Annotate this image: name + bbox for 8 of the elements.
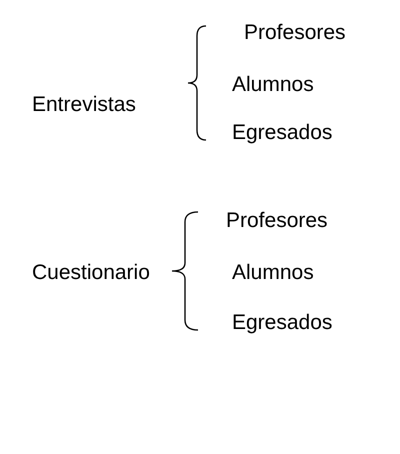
list-label: Profesores bbox=[244, 22, 346, 43]
list-label: Profesores bbox=[226, 210, 328, 231]
list-label: Alumnos bbox=[232, 262, 314, 283]
list-label: Cuestionario bbox=[32, 262, 150, 283]
list-label: Entrevistas bbox=[32, 94, 136, 115]
list-label: Alumnos bbox=[232, 74, 314, 95]
list-label: Egresados bbox=[232, 122, 332, 143]
list-label: Egresados bbox=[232, 312, 332, 333]
